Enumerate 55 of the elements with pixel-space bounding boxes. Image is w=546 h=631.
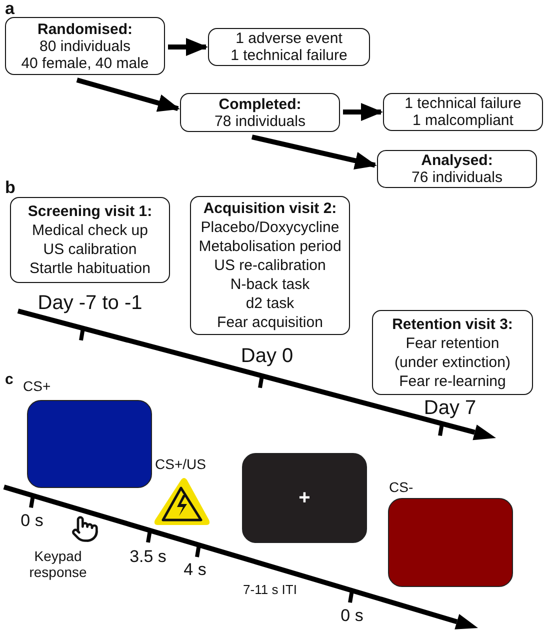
- fixation-cross: +: [298, 488, 310, 508]
- box-text: N-back task: [230, 275, 310, 294]
- process-box: [383, 93, 543, 131]
- timeline-label: 7-11 s ITI: [243, 583, 297, 596]
- box-text: (under extinction): [394, 352, 510, 372]
- process-box: [10, 197, 170, 283]
- box-text: US re-calibration: [214, 256, 326, 275]
- box-text: Metabolisation period: [198, 237, 342, 256]
- box-heading: Analysed:: [421, 152, 493, 169]
- process-box: [377, 150, 537, 188]
- timeline-label: Keypad response: [28, 548, 88, 580]
- box-text: 40 female, 40 male: [21, 54, 149, 72]
- timeline-label: Day -7 to -1: [38, 293, 142, 313]
- box-text: 1 adverse event: [236, 30, 342, 47]
- process-box: [180, 93, 340, 132]
- process-box: [208, 28, 370, 66]
- box-heading: Completed:: [218, 96, 302, 112]
- box-text: Fear re-learning: [399, 372, 506, 390]
- box-heading: Randomised:: [37, 20, 132, 38]
- box-text: 1 technical failure: [230, 47, 348, 64]
- box-text: Fear retention: [406, 334, 500, 352]
- stimulus-label: CS-: [389, 478, 414, 497]
- stimulus-screen: [242, 453, 367, 543]
- timeline-label: 3.5 s: [130, 548, 166, 565]
- box-heading: Screening visit 1:: [28, 202, 152, 221]
- process-box: [372, 310, 533, 395]
- panel-letter: b: [5, 179, 16, 196]
- box-heading: Acquisition visit 2:: [203, 199, 337, 218]
- box-text: 1 malcompliant: [412, 112, 514, 129]
- box-text: 76 individuals: [412, 169, 502, 186]
- arrow: [76, 78, 180, 112]
- stimulus-label: CS+: [23, 377, 51, 396]
- box-text: Startle habituation: [30, 259, 150, 278]
- box-text: Medical check up: [32, 221, 148, 240]
- timeline-label: Day 0: [240, 346, 294, 366]
- arrow: [343, 103, 383, 121]
- box-heading: Retention visit 3:: [392, 314, 513, 334]
- timeline-label: 0 s: [340, 607, 364, 624]
- timeline-label: CS+/US: [155, 457, 206, 471]
- arrow: [251, 134, 377, 170]
- box-text: 1 technical failure: [404, 95, 522, 112]
- process-box: [190, 196, 350, 335]
- timeline-label: 0 s: [20, 512, 44, 529]
- process-box: [5, 17, 165, 75]
- timeline-label: Day 7: [424, 398, 476, 418]
- panel-letter: a: [5, 0, 14, 17]
- box-text: Fear acquisition: [217, 313, 323, 332]
- panel-letter: c: [5, 372, 14, 387]
- box-text: 78 individuals: [214, 112, 306, 130]
- box-text: d2 task: [246, 294, 294, 313]
- box-text: 80 individuals: [40, 38, 130, 54]
- box-text: US calibration: [43, 240, 137, 259]
- timeline-label: 4 s: [184, 561, 206, 578]
- box-text: Placebo/Doxycycline: [200, 218, 340, 237]
- arrow: [168, 38, 208, 56]
